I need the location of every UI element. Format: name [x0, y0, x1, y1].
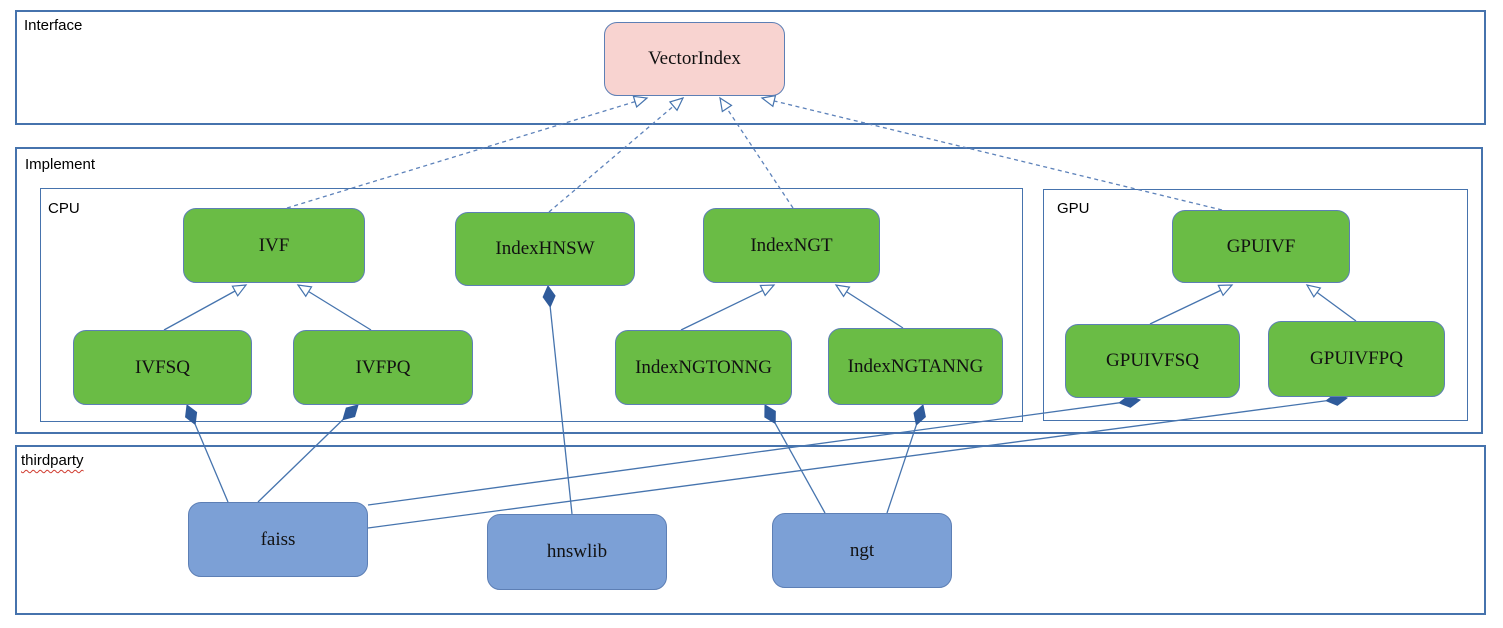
edge-gpuivf-vectorindex-realization[interactable]: [760, 94, 1223, 211]
node-hnswlib[interactable]: hnswlib: [487, 514, 667, 590]
edge-gpuivfsq-gpuivf-generalization[interactable]: [1149, 284, 1234, 325]
node-ivf-label: IVF: [258, 234, 290, 256]
node-indexhnsw-label: IndexHNSW: [495, 238, 595, 259]
section-implement[interactable]: [15, 147, 1483, 434]
edge-ivf-vectorindex-realization[interactable]: [286, 95, 649, 209]
edge-indexngtanng-indexngt-generalization[interactable]: [834, 284, 904, 329]
section-interface[interactable]: [15, 10, 1486, 125]
node-vectorindex[interactable]: VectorIndex: [604, 22, 785, 96]
section-gpu[interactable]: [1043, 189, 1468, 421]
edge-indexhnsw-hnswlib-composition[interactable]: [542, 284, 573, 515]
edge-gpuivfpq-faiss-composition[interactable]: [367, 392, 1348, 529]
node-ngt[interactable]: ngt: [772, 513, 952, 588]
node-indexhnsw[interactable]: IndexHNSW: [455, 212, 635, 286]
node-indexngtonng-label: IndexNGTONNG: [635, 356, 772, 378]
section-thirdparty-label: thirdparty: [21, 452, 84, 469]
edge-ivfsq-ivf-generalization[interactable]: [163, 284, 248, 331]
node-ivf[interactable]: IVF: [183, 208, 365, 283]
node-gpuivf-label: GPUIVF: [1226, 235, 1296, 257]
edge-ivfpq-ivf-generalization[interactable]: [296, 284, 372, 331]
node-indexngtanng-label: IndexNGTANNG: [847, 355, 984, 377]
edge-gpuivfpq-gpuivf-generalization[interactable]: [1305, 284, 1357, 322]
node-indexngtanng[interactable]: IndexNGTANNG: [828, 328, 1003, 405]
section-cpu[interactable]: [40, 188, 1023, 422]
node-faiss-label: faiss: [260, 528, 296, 550]
node-gpuivfpq[interactable]: GPUIVFPQ: [1268, 321, 1445, 397]
node-gpuivfsq[interactable]: GPUIVFSQ: [1065, 324, 1240, 398]
node-indexngt[interactable]: IndexNGT: [703, 208, 880, 283]
node-hnswlib-label: hnswlib: [546, 541, 608, 562]
edge-indexngtonng-indexngt-generalization[interactable]: [680, 284, 776, 331]
node-ngt-label: ngt: [849, 539, 875, 561]
node-ivfsq-label: IVFSQ: [135, 356, 190, 378]
node-gpuivf[interactable]: GPUIVF: [1172, 210, 1350, 283]
node-gpuivfpq-label: GPUIVFPQ: [1310, 348, 1403, 369]
node-ivfsq[interactable]: IVFSQ: [73, 330, 252, 405]
node-ivfpq[interactable]: IVFPQ: [293, 330, 473, 405]
edge-indexngt-vectorindex-realization[interactable]: [719, 96, 794, 209]
edge-indexngtanng-ngt-composition[interactable]: [886, 404, 926, 514]
node-indexngt-label: IndexNGT: [750, 234, 833, 256]
node-gpuivfsq-label: GPUIVFSQ: [1106, 350, 1199, 371]
node-indexngtonng[interactable]: IndexNGTONNG: [615, 330, 792, 405]
edge-ivfsq-faiss-composition[interactable]: [185, 404, 229, 503]
section-thirdparty[interactable]: [15, 445, 1486, 615]
section-implement-label: Implement: [25, 156, 96, 173]
edge-indexhnsw-vectorindex-realization[interactable]: [548, 97, 685, 213]
section-gpu-label: GPU: [1057, 200, 1090, 217]
node-vectorindex-label: VectorIndex: [648, 48, 741, 69]
section-cpu-label: CPU: [48, 200, 80, 217]
node-ivfpq-label: IVFPQ: [355, 356, 411, 378]
edge-ivfpq-faiss-composition[interactable]: [257, 404, 359, 503]
section-interface-label: Interface: [24, 17, 83, 34]
edge-indexngtonng-ngt-composition[interactable]: [764, 404, 826, 514]
edge-gpuivfsq-faiss-composition[interactable]: [367, 394, 1141, 506]
node-faiss[interactable]: faiss: [188, 502, 368, 577]
